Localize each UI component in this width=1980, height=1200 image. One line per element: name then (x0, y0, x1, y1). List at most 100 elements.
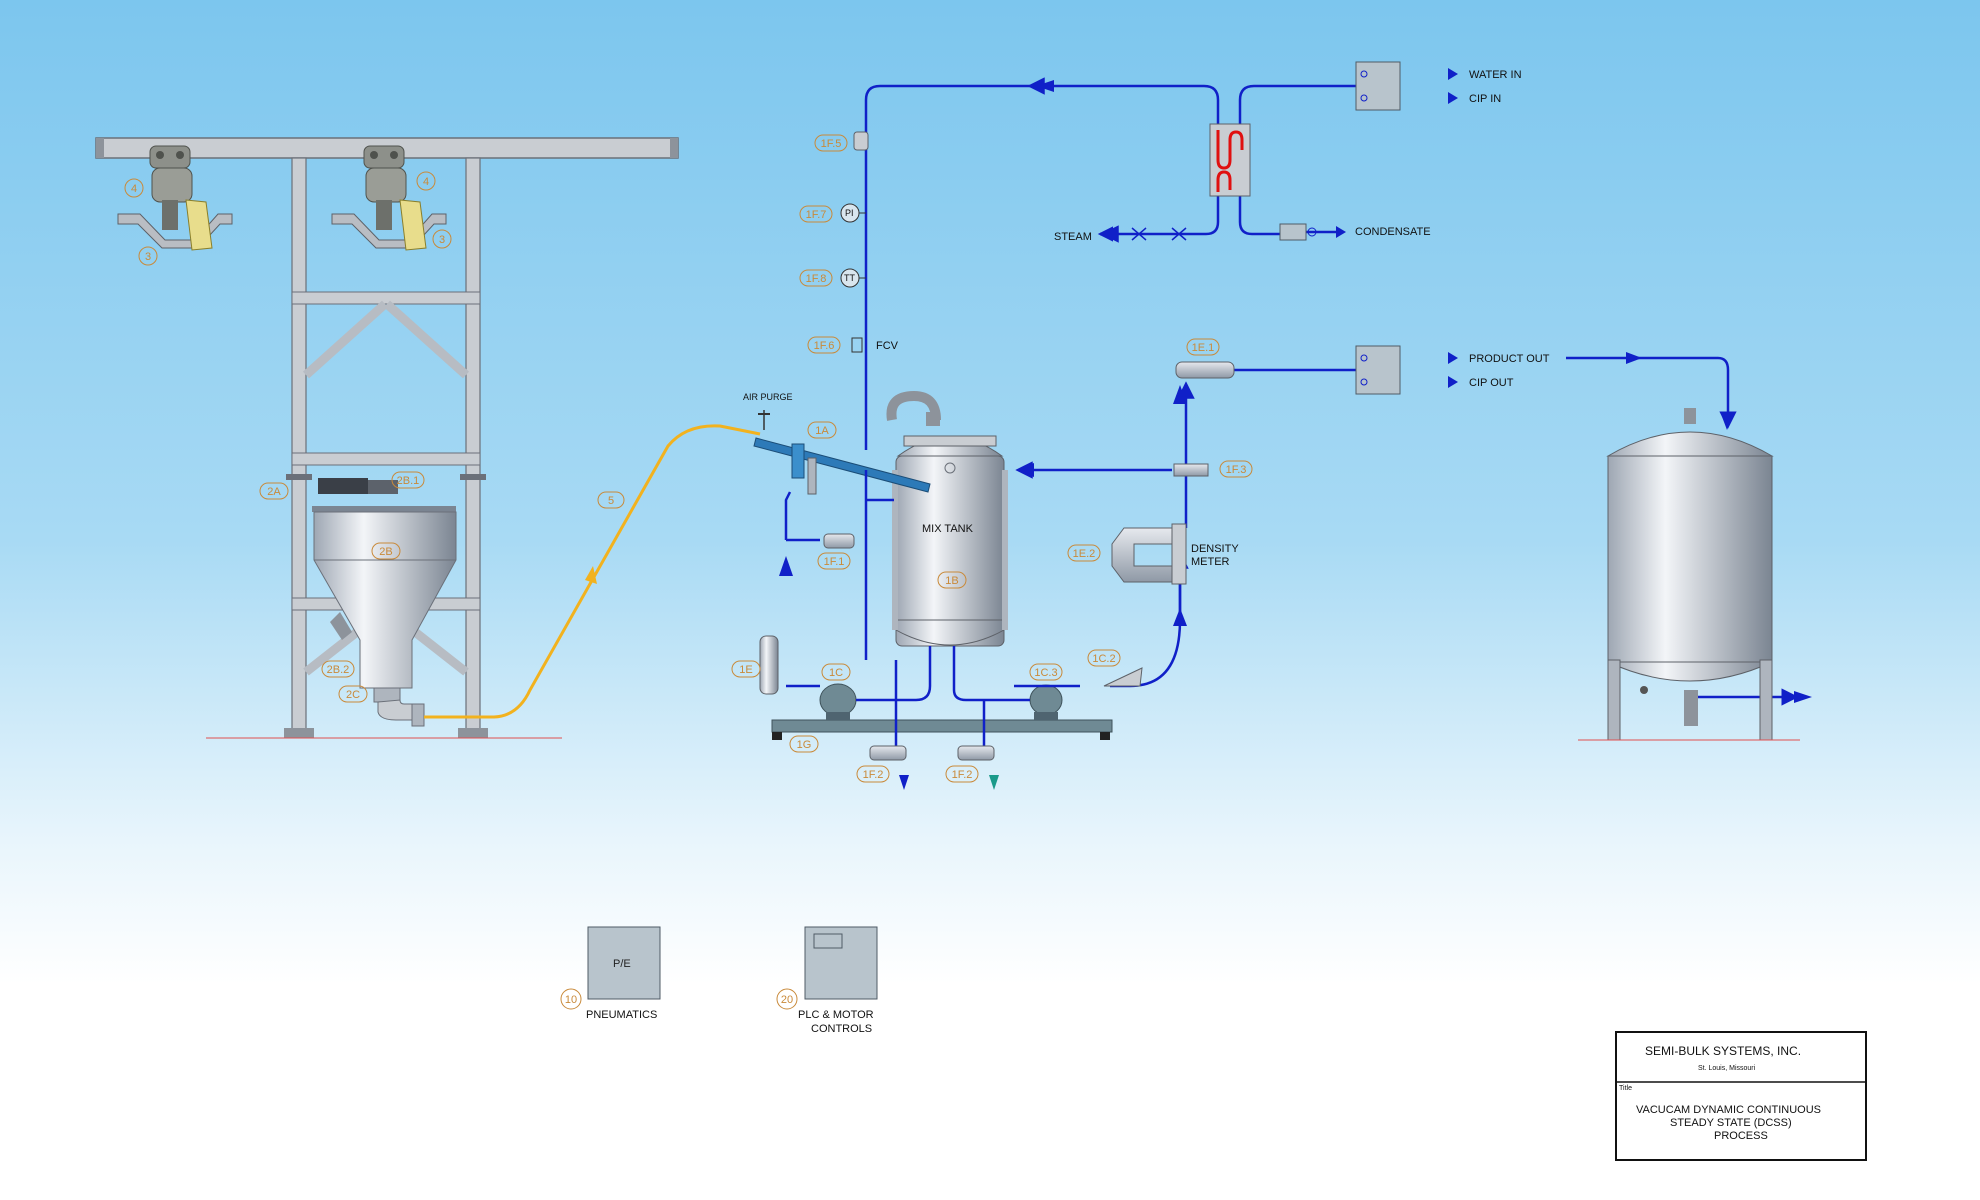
tag-3-right: 3 (432, 229, 452, 249)
svg-text:10: 10 (565, 994, 577, 1006)
steam-valves (1097, 223, 1317, 242)
label-cip-out: CIP OUT (1469, 377, 1514, 389)
tag-1f8: 1F.8 (799, 269, 833, 287)
label-density-1: DENSITY (1191, 543, 1239, 555)
heat-exchanger (1209, 123, 1251, 197)
tag-10: 10 (560, 988, 582, 1010)
tag-2b2: 2B.2 (321, 660, 355, 678)
tag-4-left: 4 (124, 178, 144, 198)
tag-1f5: 1F.5 (814, 134, 848, 152)
title-line-3: PROCESS (1714, 1130, 1768, 1142)
heater-1e1 (1175, 361, 1235, 379)
tag-1f2-b: 1F.2 (945, 765, 979, 783)
label-cip-in: CIP IN (1469, 93, 1501, 105)
title-location: St. Louis, Missouri (1698, 1065, 1756, 1072)
svg-text:1F.1: 1F.1 (824, 556, 845, 568)
title-line-2: STEADY STATE (DCSS) (1670, 1117, 1792, 1129)
label-plc-2: CONTROLS (811, 1023, 872, 1035)
svg-text:1F.5: 1F.5 (821, 138, 842, 150)
svg-text:20: 20 (781, 994, 793, 1006)
svg-text:1F.2: 1F.2 (863, 769, 884, 781)
mix-tank-assembly (771, 390, 1113, 740)
flow-arrows (779, 68, 1812, 790)
svg-text:1C: 1C (829, 667, 843, 679)
label-fcv: FCV (876, 340, 899, 352)
tag-1f7: 1F.7 (799, 205, 833, 223)
label-pneumatics: PNEUMATICS (586, 1009, 657, 1021)
tag-1f2-a: 1F.2 (856, 765, 890, 783)
svg-text:1C.3: 1C.3 (1034, 667, 1057, 679)
svg-text:1A: 1A (815, 425, 829, 437)
label-water-in: WATER IN (1469, 69, 1522, 81)
svg-text:1G: 1G (797, 739, 812, 751)
title-line-1: VACUCAM DYNAMIC CONTINUOUS (1636, 1104, 1821, 1116)
svg-text:1F.3: 1F.3 (1226, 464, 1247, 476)
tag-2b1: 2B.1 (391, 471, 425, 489)
svg-text:1F.6: 1F.6 (814, 340, 835, 352)
tag-1e: 1E (731, 660, 761, 678)
tag-4-right: 4 (416, 171, 436, 191)
label-pe: P/E (613, 958, 631, 970)
svg-text:1F.2: 1F.2 (952, 769, 973, 781)
equipment-tags: 1F.5 1F.7 1F.8 1F.6 1E.1 1F.3 1A 1F.1 1E… (124, 134, 1253, 1010)
label-steam: STEAM (1054, 231, 1092, 243)
svg-text:4: 4 (131, 183, 137, 195)
title-block (1615, 1031, 1867, 1161)
tag-1f3: 1F.3 (1219, 460, 1253, 478)
tag-1f6: 1F.6 (807, 336, 841, 354)
svg-text:1E.1: 1E.1 (1192, 342, 1215, 354)
label-density-2: METER (1191, 556, 1230, 568)
outlet-manifold (1355, 345, 1401, 395)
svg-text:2B.2: 2B.2 (327, 664, 350, 676)
label-mix-tank: MIX TANK (922, 523, 974, 535)
tag-1g: 1G (789, 735, 819, 753)
inductor-1a (753, 410, 931, 495)
title-company: SEMI-BULK SYSTEMS, INC. (1645, 1044, 1801, 1058)
svg-text:3: 3 (145, 251, 151, 263)
svg-text:1C.2: 1C.2 (1092, 653, 1115, 665)
density-meter (1111, 523, 1187, 585)
label-condensate: CONDENSATE (1355, 226, 1431, 238)
svg-text:1B: 1B (945, 575, 958, 587)
feed-line (424, 424, 761, 719)
pneumatics-panel (587, 926, 661, 1000)
tag-20: 20 (776, 988, 798, 1010)
gantry-frame (95, 137, 679, 739)
tag-1e1: 1E.1 (1186, 338, 1220, 356)
tag-1e2: 1E.2 (1067, 544, 1101, 562)
bag-hoist-left (117, 145, 233, 251)
tag-1b: 1B (937, 571, 967, 589)
tag-2c: 2C (338, 685, 368, 703)
product-storage-tank (1578, 408, 1800, 741)
discharge-hopper (312, 478, 457, 727)
label-plc-1: PLC & MOTOR (798, 1009, 874, 1021)
tag-1f1: 1F.1 (817, 552, 851, 570)
svg-text:2B: 2B (379, 546, 392, 558)
instruments (759, 131, 1209, 761)
tag-1c3: 1C.3 (1029, 663, 1063, 681)
svg-text:1E.2: 1E.2 (1073, 548, 1096, 560)
svg-text:2B.1: 2B.1 (397, 475, 420, 487)
tag-3-left: 3 (138, 246, 158, 266)
tag-1c2: 1C.2 (1087, 649, 1121, 667)
svg-text:5: 5 (608, 495, 614, 507)
title-tag: Title (1619, 1085, 1632, 1092)
svg-text:2A: 2A (267, 486, 281, 498)
svg-text:1F.8: 1F.8 (806, 273, 827, 285)
tag-1a: 1A (807, 421, 837, 439)
label-pi: PI (845, 208, 854, 218)
svg-text:3: 3 (439, 234, 445, 246)
tag-2a: 2A (259, 482, 289, 500)
inlet-manifold (1355, 61, 1401, 111)
label-tt: TT (844, 273, 855, 283)
svg-text:1E: 1E (739, 664, 752, 676)
tag-2b: 2B (371, 542, 401, 560)
tag-1c: 1C (821, 663, 851, 681)
svg-text:2C: 2C (346, 689, 360, 701)
bag-hoist-right (331, 145, 447, 251)
label-product-out: PRODUCT OUT (1469, 353, 1550, 365)
plc-panel (804, 926, 878, 1000)
tag-5: 5 (597, 491, 625, 509)
